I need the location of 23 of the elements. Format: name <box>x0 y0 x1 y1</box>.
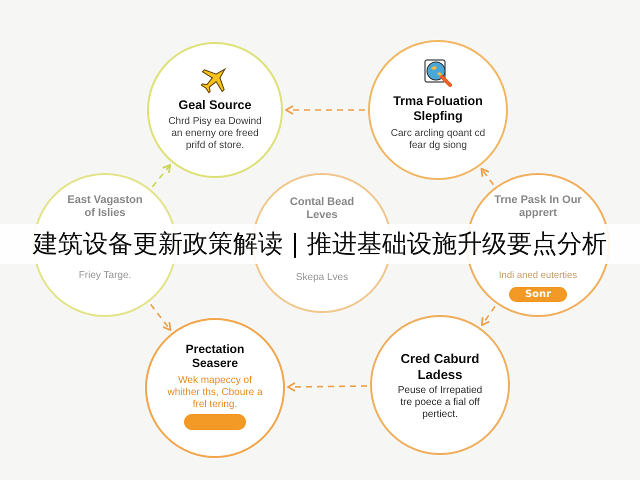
step-heading: Trne Pask In Our apprert <box>493 194 583 220</box>
title-banner: 建筑设备更新政策解读 | 推进基础设施升级要点分析 <box>0 224 640 264</box>
step-description: Skepa Lves <box>294 272 350 284</box>
arrow <box>287 382 368 392</box>
step-heading: East Vagaston of Islies <box>66 194 144 220</box>
arrow <box>150 304 172 331</box>
arrow <box>152 164 172 188</box>
step-heading: Trma Foluation Slepfing <box>392 94 484 124</box>
step-heading: Cred Caburd Ladess <box>400 351 480 382</box>
step-heading: Prectation Seasere <box>184 342 246 371</box>
step-description: Carc arcling qoant cd fear dg siong <box>390 128 486 152</box>
arrow <box>285 105 365 115</box>
step-description: Chrd Pisy ea Dowind an enerny ore freed prifd of store. <box>167 116 263 152</box>
pill-button: Sonr <box>509 287 567 302</box>
step-description: Peuse of Irrepatied tre poece a fial off pertiect. <box>396 385 484 421</box>
step-heading: Geal Source <box>178 98 252 113</box>
step-description: Friey Targe. <box>78 270 132 282</box>
arrow <box>481 306 496 326</box>
step-heading: Contal Bead Leves <box>288 196 356 222</box>
step-description: Indi aned euterties <box>498 270 578 282</box>
step-description: Wek mapeccy of whither ths, Cboure a frel tering. <box>166 375 264 411</box>
arrow <box>480 168 494 186</box>
pill-button <box>184 414 246 430</box>
